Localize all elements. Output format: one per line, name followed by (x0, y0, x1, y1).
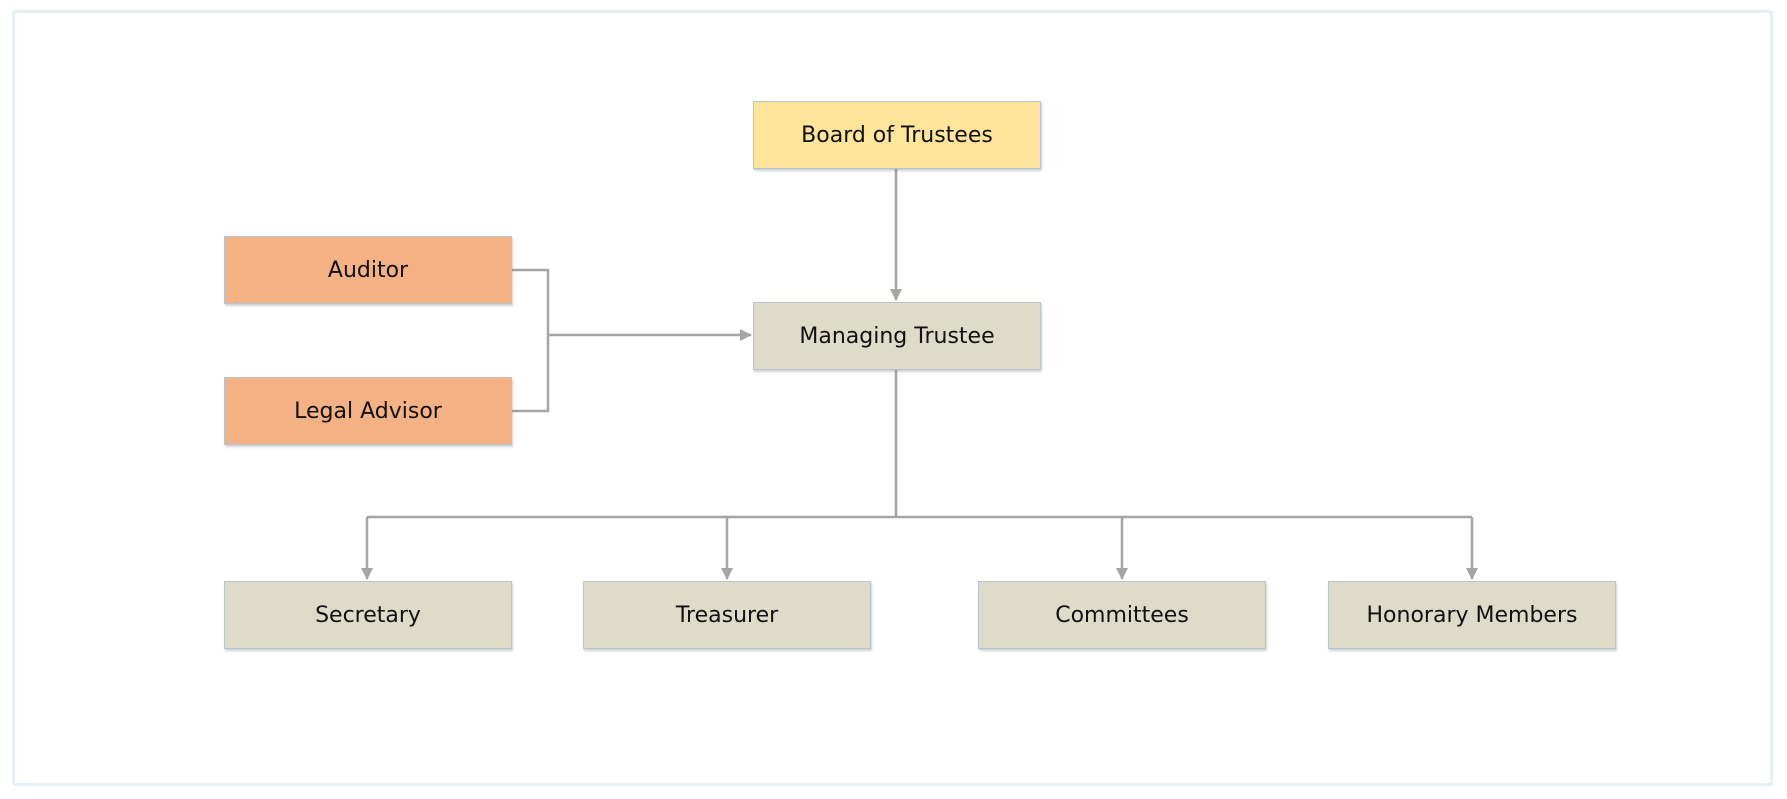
node-honorary-members: Honorary Members (1328, 581, 1616, 649)
node-board-of-trustees-label: Board of Trustees (801, 122, 993, 148)
node-auditor: Auditor (224, 236, 512, 304)
connector-auditor (512, 268, 550, 335)
node-managing-trustee-label: Managing Trustee (799, 323, 995, 349)
node-legal-advisor-label: Legal Advisor (294, 398, 442, 424)
node-auditor-label: Auditor (327, 257, 409, 283)
node-honorary-members-label: Honorary Members (1366, 602, 1578, 628)
node-board-of-trustees: Board of Trustees (753, 101, 1041, 169)
node-secretary: Secretary (224, 581, 512, 649)
connector-legal (512, 335, 550, 413)
node-treasurer-label: Treasurer (675, 602, 779, 628)
node-managing-trustee: Managing Trustee (753, 302, 1041, 370)
node-legal-advisor: Legal Advisor (224, 377, 512, 445)
node-treasurer: Treasurer (583, 581, 871, 649)
node-committees-label: Committees (1055, 602, 1189, 628)
node-committees: Committees (978, 581, 1266, 649)
node-secretary-label: Secretary (315, 602, 421, 628)
